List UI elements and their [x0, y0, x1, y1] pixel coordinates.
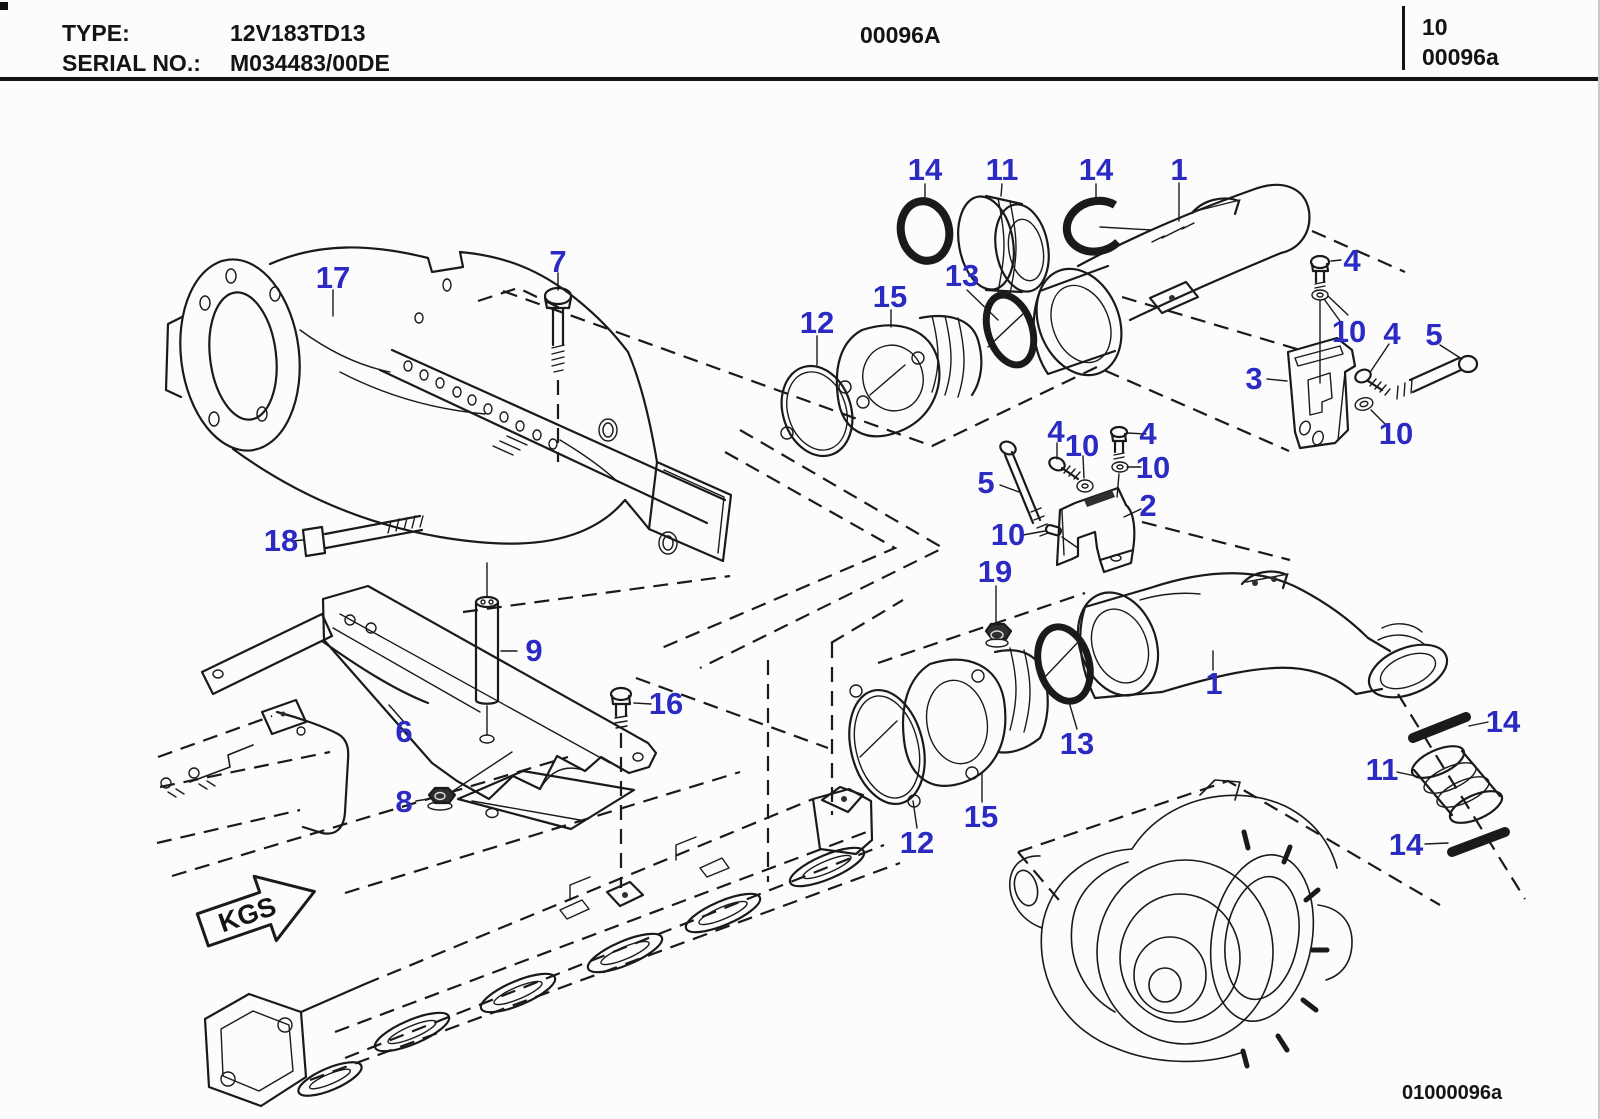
part-callout-9: 9	[525, 633, 542, 668]
header-rule	[0, 77, 1600, 81]
spacer-sleeve-9	[474, 562, 500, 744]
gasket-12-lower	[848, 684, 926, 808]
washer-10-center-left	[1076, 479, 1094, 493]
part-callout-5: 5	[1425, 317, 1442, 352]
washer-10-bottom-right	[1354, 397, 1374, 411]
bolt-4-mid-right	[1354, 368, 1391, 396]
pin-10-center	[1044, 523, 1079, 549]
page-code: 00096a	[1422, 44, 1499, 70]
figure-code: 01000096a	[1402, 1082, 1503, 1104]
part-callout-4: 4	[1139, 416, 1157, 451]
part-callout-4: 4	[1343, 243, 1361, 278]
part-callout-16: 16	[649, 686, 683, 721]
part-callout-4: 4	[1047, 414, 1065, 449]
bolt-5-right	[1396, 354, 1479, 400]
part-callout-14: 14	[1389, 827, 1424, 862]
serial-label: SERIAL NO.:	[62, 50, 201, 76]
part-callout-11: 11	[1366, 752, 1399, 787]
scan-corner-mark	[0, 2, 8, 10]
part-callout-13: 13	[945, 258, 979, 293]
part-callout-14: 14	[1079, 152, 1114, 187]
type-value: 12V183TD13	[230, 20, 366, 46]
clamp-bracket-2	[1055, 486, 1136, 574]
charge-air-pipe-1-upper	[1032, 183, 1311, 377]
bolt-5-center	[999, 440, 1049, 537]
bolt-4-center-right	[1109, 425, 1129, 498]
part-callout-2: 2	[1139, 488, 1156, 523]
part-callout-14: 14	[1486, 704, 1521, 739]
coupling-sleeve-11-top	[957, 194, 1050, 295]
bolt-4-center-left	[1048, 456, 1081, 481]
bolt-16	[609, 686, 633, 729]
coupling-sleeve-11-lower	[1410, 745, 1504, 824]
gasket-12-upper	[780, 364, 854, 458]
turbocharger	[1009, 779, 1353, 1069]
part-callout-10: 10	[1065, 428, 1099, 463]
page-number: 10	[1422, 14, 1448, 40]
flange-fitting-15-lower	[901, 647, 1049, 787]
o-ring-14-edge-lower	[1447, 827, 1510, 857]
part-callout-10: 10	[1379, 416, 1413, 451]
part-callout-12: 12	[800, 305, 834, 340]
part-callout-18: 18	[264, 523, 298, 558]
part-callout-10: 10	[991, 517, 1025, 552]
part-callout-13: 13	[1060, 726, 1094, 761]
o-ring-14-top-open	[1062, 196, 1153, 256]
bolt-18	[301, 514, 424, 558]
leader-lines	[292, 182, 1489, 845]
part-callout-14: 14	[908, 152, 943, 187]
page-header: TYPE: 12V183TD13 SERIAL NO.: M034483/00D…	[0, 0, 1600, 77]
part-callout-6: 6	[395, 714, 412, 749]
sheet-code: 00096A	[860, 22, 941, 48]
part-callout-8: 8	[395, 784, 412, 819]
o-ring-13-upper	[982, 291, 1038, 369]
exhaust-manifold-rail	[203, 785, 901, 1108]
nut-19	[984, 622, 1013, 648]
part-callout-4: 4	[1383, 316, 1401, 351]
o-ring-13-lower	[1034, 623, 1094, 705]
part-callout-15: 15	[873, 279, 907, 314]
cylinder-head-rail-upper	[156, 639, 430, 845]
part-callout-1: 1	[1205, 666, 1222, 701]
type-label: TYPE:	[62, 20, 130, 46]
part-callout-15: 15	[964, 799, 998, 834]
bolt-7	[543, 286, 573, 373]
part-callout-7: 7	[549, 244, 566, 279]
part-callout-17: 17	[316, 260, 350, 295]
mounting-bracket-3	[1286, 336, 1357, 450]
part-callout-5: 5	[977, 465, 994, 500]
part-callout-10: 10	[1136, 450, 1170, 485]
scan-page-edge	[1598, 0, 1600, 1119]
intake-manifold-elbow-17	[164, 246, 733, 563]
part-callout-3: 3	[1245, 361, 1262, 396]
part-callout-12: 12	[900, 825, 934, 860]
charge-air-pipe-1-lower	[1076, 570, 1449, 700]
nut-8	[427, 786, 457, 811]
kgs-direction-arrow: KGS	[195, 874, 316, 948]
support-bracket-6	[200, 584, 658, 831]
washer-10-center-right	[1111, 461, 1129, 473]
part-callout-11: 11	[986, 152, 1019, 187]
o-ring-14-edge-upper	[1408, 712, 1471, 743]
part-callout-10: 10	[1332, 314, 1366, 349]
header-divider	[1402, 6, 1405, 70]
flange-fitting-15-upper	[835, 314, 983, 438]
o-ring-14-top-left	[896, 197, 954, 265]
construction-dashed-lines	[171, 229, 1526, 907]
serial-value: M034483/00DE	[230, 50, 390, 76]
part-callout-19: 19	[978, 554, 1012, 589]
part-callout-1: 1	[1170, 152, 1187, 187]
